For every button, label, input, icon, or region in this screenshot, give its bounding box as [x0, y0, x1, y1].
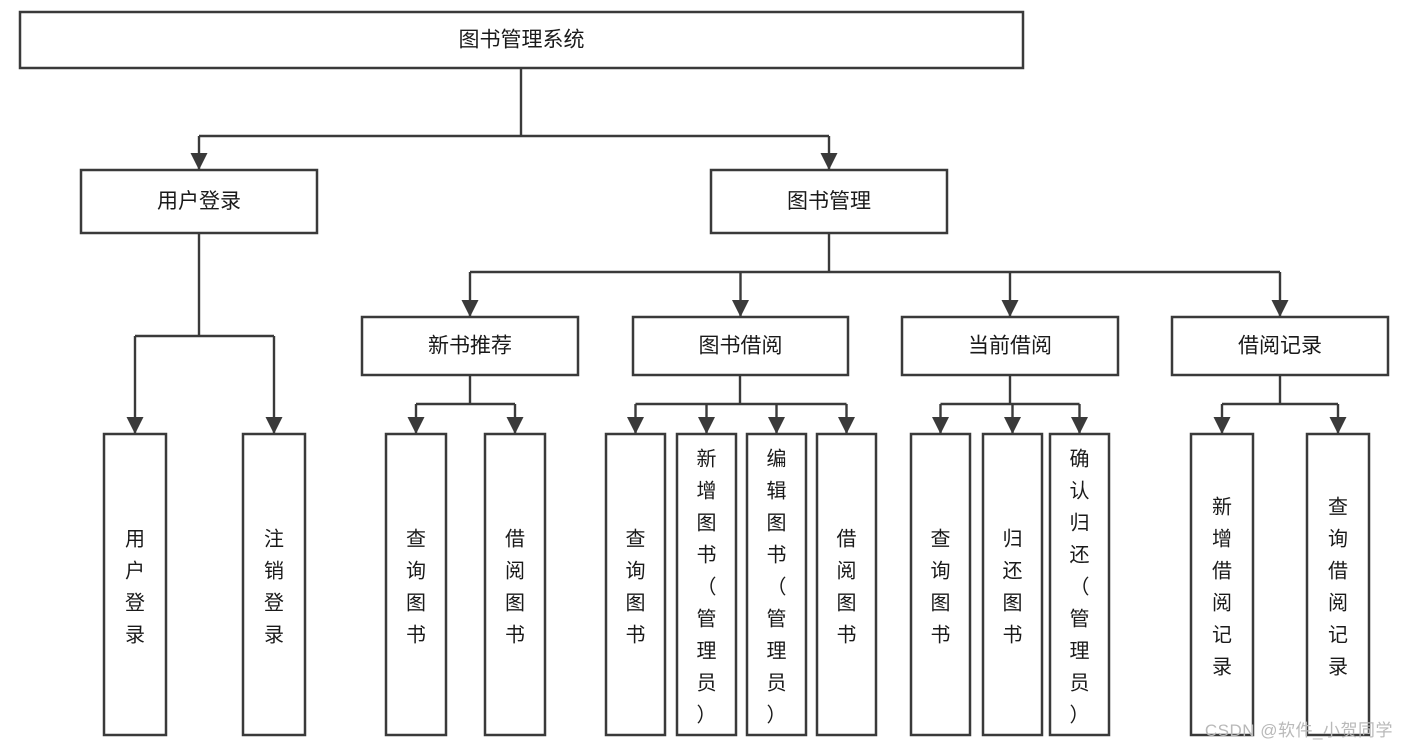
leaf-leaf-confirm-return-box[interactable] — [1048, 432, 1111, 737]
leaf-leaf-return-book[interactable]: 归还图书 — [981, 432, 1044, 737]
leaf-leaf-user-logout-box[interactable] — [241, 432, 307, 737]
leaf-leaf-add-record[interactable]: 新增借阅记录 — [1189, 432, 1255, 737]
leaf-leaf-borrow-book-bor-label: 借阅图书 — [837, 527, 857, 646]
leaf-leaf-query-book-rec[interactable]: 查询图书 — [384, 432, 448, 737]
leaf-leaf-query-book-bor-box[interactable] — [604, 432, 667, 737]
leaf-leaf-query-record-label: 查询借阅记录 — [1328, 495, 1348, 678]
leaf-leaf-add-book-label: 新增图书（管理员） — [697, 447, 717, 726]
leaf-leaf-query-record-box[interactable] — [1305, 432, 1371, 737]
node-borrow-record-box[interactable] — [1170, 315, 1390, 377]
node-book-manage[interactable]: 图书管理 — [709, 168, 949, 235]
leaf-leaf-query-book-bor-label: 查询图书 — [626, 527, 646, 646]
leaf-leaf-add-record-label: 新增借阅记录 — [1212, 495, 1232, 678]
leaf-leaf-borrow-book-rec-box[interactable] — [483, 432, 547, 737]
node-new-book-recommend-label: 新书推荐 — [428, 335, 512, 358]
node-current-borrow-box[interactable] — [900, 315, 1120, 377]
node-book-borrow-box[interactable] — [631, 315, 850, 377]
node-book-borrow[interactable]: 图书借阅 — [631, 315, 850, 377]
node-root-label: 图书管理系统 — [459, 29, 585, 52]
leaf-leaf-borrow-book-bor[interactable]: 借阅图书 — [815, 432, 878, 737]
node-book-manage-label: 图书管理 — [787, 190, 871, 213]
leaf-leaf-query-book-rec-label: 查询图书 — [406, 527, 426, 646]
leaf-leaf-add-book-box[interactable] — [675, 432, 738, 737]
leaf-leaf-query-record[interactable]: 查询借阅记录 — [1305, 432, 1371, 737]
node-borrow-record[interactable]: 借阅记录 — [1170, 315, 1390, 377]
leaf-leaf-return-book-box[interactable] — [981, 432, 1044, 737]
leaf-leaf-confirm-return[interactable]: 确认归还（管理员） — [1048, 432, 1111, 737]
leaf-leaf-user-login-label: 用户登录 — [125, 528, 145, 646]
leaf-leaf-borrow-book-rec-label: 借阅图书 — [505, 527, 525, 646]
connector-from-root — [190, 68, 838, 170]
node-book-borrow-label: 图书借阅 — [699, 335, 783, 358]
node-current-borrow[interactable]: 当前借阅 — [900, 315, 1120, 377]
node-user-login-label: 用户登录 — [157, 190, 241, 213]
leaf-leaf-query-book-bor[interactable]: 查询图书 — [604, 432, 667, 737]
leaf-leaf-query-book-cur-label: 查询图书 — [931, 527, 951, 646]
connector-from-book-manage — [461, 233, 1289, 317]
node-user-login-box[interactable] — [79, 168, 319, 235]
node-root[interactable]: 图书管理系统 — [18, 10, 1025, 70]
connections-layer — [126, 68, 1347, 434]
leaf-leaf-user-login-box[interactable] — [102, 432, 168, 737]
node-current-borrow-label: 当前借阅 — [968, 335, 1052, 358]
node-book-manage-box[interactable] — [709, 168, 949, 235]
leaf-leaf-query-book-cur[interactable]: 查询图书 — [909, 432, 972, 737]
watermark-label: CSDN @软件_小贺同学 — [1204, 721, 1393, 740]
leaf-leaf-confirm-return-label: 确认归还（管理员） — [1070, 447, 1090, 726]
node-new-book-recommend-box[interactable] — [360, 315, 580, 377]
leaf-leaf-query-book-cur-box[interactable] — [909, 432, 972, 737]
connector-from-current-borrow — [932, 375, 1088, 434]
leaf-leaf-user-logout-label: 注销登录 — [264, 527, 284, 646]
connector-from-book-borrow — [627, 375, 855, 434]
nodes-layer: 图书管理系统用户登录图书管理新书推荐图书借阅当前借阅借阅记录用户登录注销登录查询… — [18, 10, 1390, 737]
leaf-leaf-edit-book-box[interactable] — [745, 432, 808, 737]
connector-from-new-book-recommend — [407, 375, 524, 434]
leaf-leaf-return-book-label: 归还图书 — [1003, 527, 1023, 646]
node-user-login[interactable]: 用户登录 — [79, 168, 319, 235]
leaf-leaf-user-logout[interactable]: 注销登录 — [241, 432, 307, 737]
leaf-leaf-edit-book-label: 编辑图书（管理员） — [767, 447, 787, 726]
connector-from-borrow-record — [1213, 375, 1347, 434]
leaf-leaf-query-book-rec-box[interactable] — [384, 432, 448, 737]
connector-from-user-login — [126, 233, 283, 434]
node-root-box[interactable] — [18, 10, 1025, 70]
leaf-leaf-edit-book[interactable]: 编辑图书（管理员） — [745, 432, 808, 737]
leaf-leaf-user-login[interactable]: 用户登录 — [102, 432, 168, 737]
leaf-leaf-borrow-book-rec[interactable]: 借阅图书 — [483, 432, 547, 737]
node-new-book-recommend[interactable]: 新书推荐 — [360, 315, 580, 377]
leaf-leaf-add-book[interactable]: 新增图书（管理员） — [675, 432, 738, 737]
leaf-leaf-add-record-box[interactable] — [1189, 432, 1255, 737]
node-borrow-record-label: 借阅记录 — [1238, 335, 1322, 358]
leaf-leaf-borrow-book-bor-box[interactable] — [815, 432, 878, 737]
